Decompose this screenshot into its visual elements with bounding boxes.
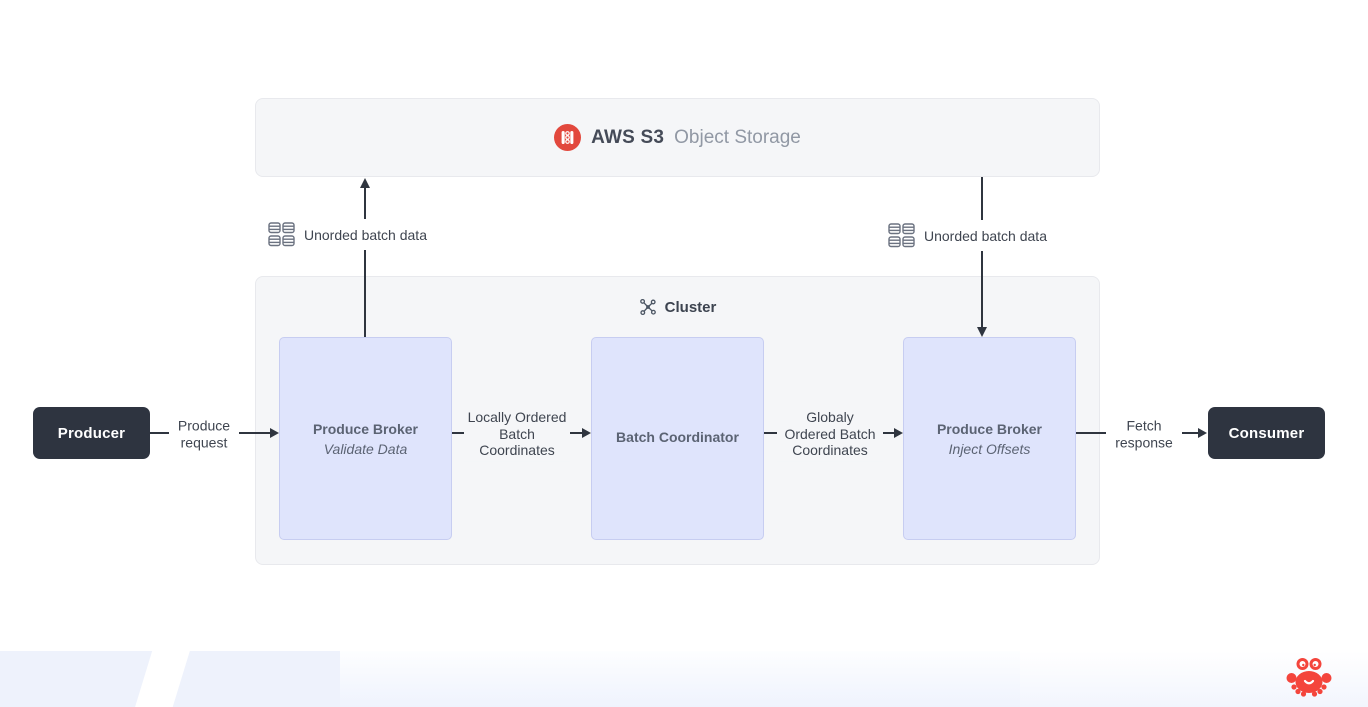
flow-label-globally-ordered: Globaly Ordered Batch Coordinates (777, 407, 883, 461)
node-batch-coordinator: Batch Coordinator (591, 337, 764, 540)
arrow-s3-to-right (981, 177, 983, 329)
flow-label-unordered-right: Unorded batch data (888, 220, 1053, 251)
footer-band (0, 651, 1368, 707)
node-title: Batch Coordinator (616, 428, 739, 445)
crab-icon (1286, 655, 1332, 702)
database-grid-icon (268, 222, 295, 247)
flow-label-produce-request: Produce request (169, 415, 239, 453)
s3-storage-title: AWS S3 Object Storage (554, 124, 801, 151)
arrowhead-right (1198, 428, 1207, 438)
arrow-left-to-s3 (364, 180, 366, 337)
cluster-header: Cluster (255, 298, 1100, 316)
footer-gradient-panel (340, 651, 1020, 707)
node-produce-broker-validate: Produce Broker Validate Data (279, 337, 452, 540)
node-title: Produce Broker (936, 420, 1043, 437)
flow-label-unordered-left: Unorded batch data (268, 219, 433, 250)
consumer-box: Consumer (1208, 407, 1325, 459)
flow-label-fetch-response: Fetch response (1106, 415, 1182, 453)
s3-storage-panel: AWS S3 Object Storage (255, 98, 1100, 177)
flow-label-text: Unorded batch data (924, 227, 1047, 244)
arrowhead-up (360, 178, 370, 188)
producer-box: Producer (33, 407, 150, 459)
cluster-title: Cluster (664, 298, 717, 316)
arrowhead-right (270, 428, 279, 438)
arrowhead-right (894, 428, 903, 438)
arrowhead-right (582, 428, 591, 438)
node-subtitle: Inject Offsets (948, 440, 1031, 457)
node-subtitle: Validate Data (323, 440, 408, 457)
cluster-graph-icon (639, 298, 657, 316)
flow-label-text: Unorded batch data (304, 226, 427, 243)
s3-title-bold: AWS S3 (591, 126, 665, 148)
s3-title-light: Object Storage (674, 126, 801, 148)
node-produce-broker-inject: Produce Broker Inject Offsets (903, 337, 1076, 540)
footer-wedge-shape (125, 651, 195, 707)
node-title: Produce Broker (312, 420, 419, 437)
arrowhead-down (977, 327, 987, 337)
s3-bucket-icon (554, 124, 582, 151)
database-grid-icon (888, 223, 915, 248)
flow-label-locally-ordered: Locally Ordered Batch Coordinates (464, 407, 570, 461)
